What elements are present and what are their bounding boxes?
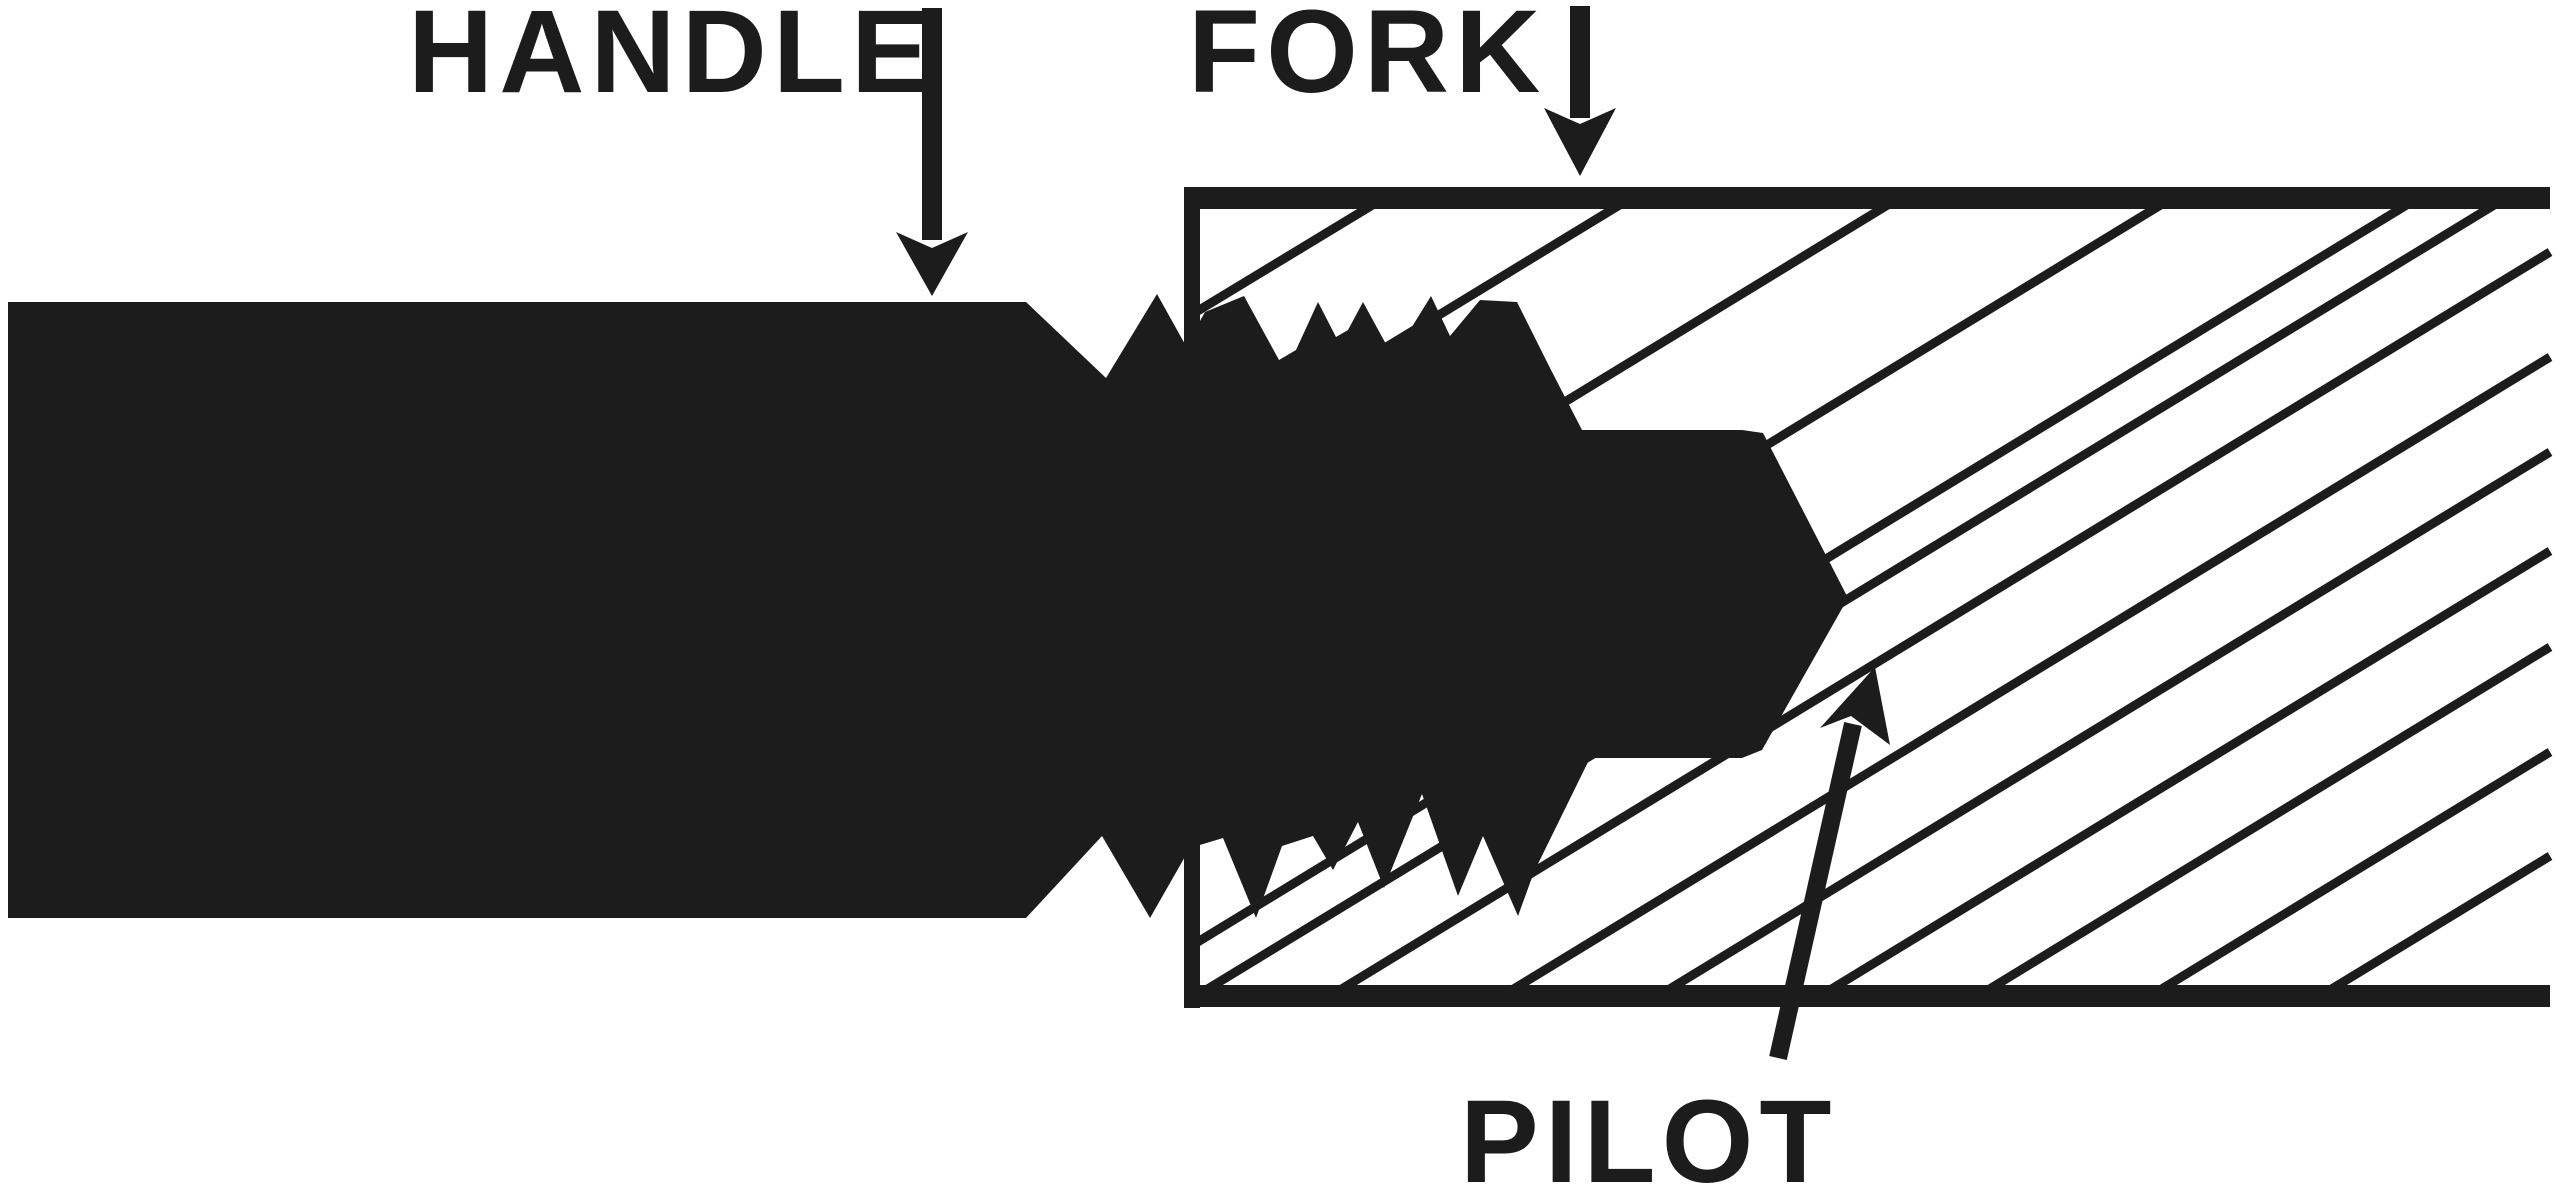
handle-arrow: [896, 8, 968, 296]
pilot-arrow-head: [1820, 667, 1890, 745]
hatch-line: [1337, 248, 2553, 994]
fork-arrow-head: [1544, 108, 1616, 176]
hatch-line: [2327, 852, 2553, 994]
hatch-line: [1193, 198, 1387, 316]
handle-arrow-head: [896, 232, 968, 296]
hatch-line: [1985, 643, 2553, 994]
handle-shape: [8, 294, 1848, 918]
pilot-arrow: [1769, 667, 1890, 1060]
pilot-label: PILOT: [1460, 1076, 1837, 1197]
pilot-arrow-shaft: [1769, 722, 1862, 1060]
hatch-line: [1509, 353, 2553, 994]
fork-arrow: [1544, 6, 1616, 176]
hatch-line: [2157, 748, 2553, 994]
handle-label: HANDLE: [408, 0, 936, 118]
fork-label: FORK: [1188, 0, 1546, 118]
hatch-line: [1827, 547, 2553, 994]
hatch-line: [1203, 198, 2515, 994]
